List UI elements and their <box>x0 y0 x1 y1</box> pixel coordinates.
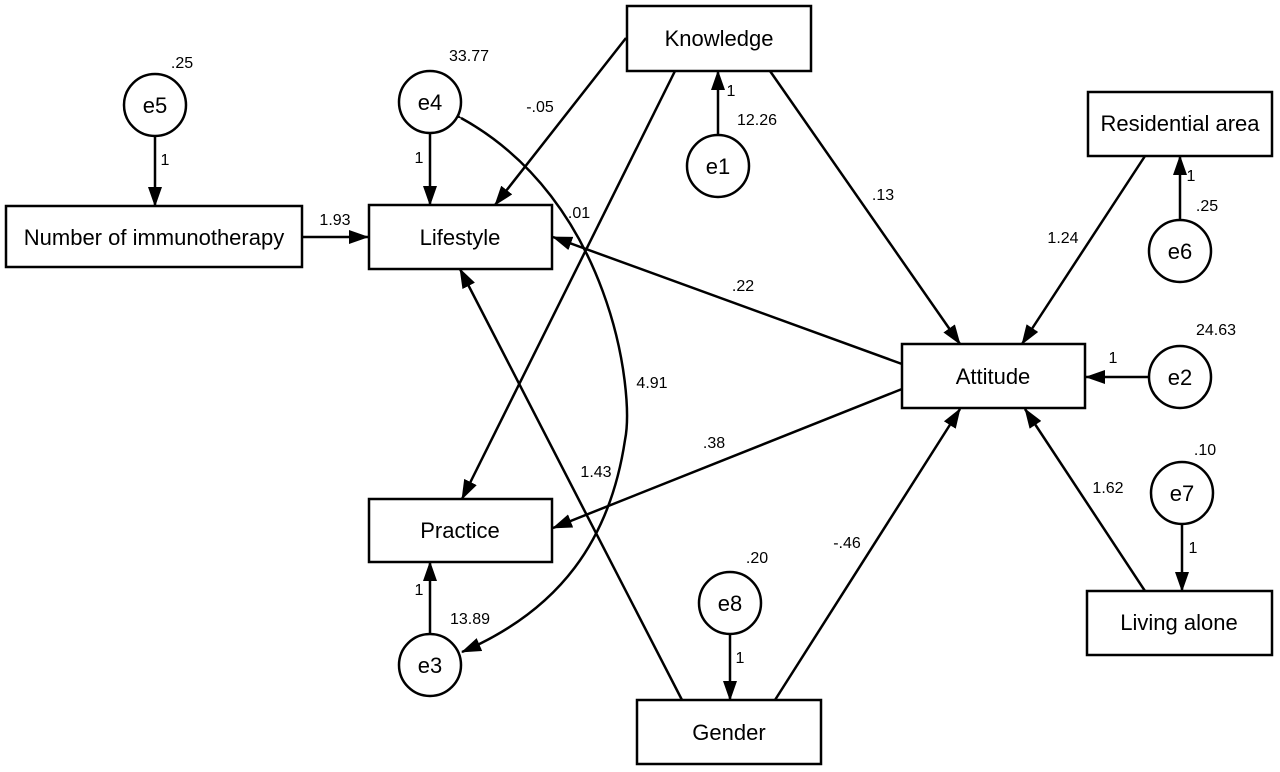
node-lifestyle: Lifestyle <box>367 203 554 271</box>
node-attitude: Attitude <box>900 342 1087 410</box>
error-e4-label: e4 <box>418 90 442 115</box>
loading-e8: 1 <box>736 650 745 667</box>
error-terms: e5 e4 e1 e6 e2 e7 e8 e3 <box>122 69 1215 698</box>
node-living-alone-label: Living alone <box>1120 610 1237 635</box>
variance-labels: .25 33.77 12.26 .25 24.63 .10 .20 13.89 <box>171 48 1236 628</box>
variance-e3: 13.89 <box>450 611 490 628</box>
edge-residential-attitude <box>1020 155 1147 345</box>
edge-covariance-e4-e3 <box>440 102 629 654</box>
error-e3: e3 <box>397 632 463 698</box>
variance-e2: 24.63 <box>1196 322 1236 339</box>
variance-e7: .10 <box>1194 442 1216 459</box>
node-living-alone: Living alone <box>1085 589 1274 657</box>
coef-gender-lifestyle: 1.43 <box>580 464 611 481</box>
coef-knowledge-lifestyle: -.05 <box>526 99 554 116</box>
variance-e1: 12.26 <box>737 112 777 129</box>
coef-covariance-e4-e3: 4.91 <box>636 375 667 392</box>
edges <box>148 37 1189 701</box>
node-lifestyle-label: Lifestyle <box>420 225 501 250</box>
variance-e4: 33.77 <box>449 48 489 65</box>
node-residential-label: Residential area <box>1101 111 1261 136</box>
error-e1-label: e1 <box>706 154 730 179</box>
node-knowledge: Knowledge <box>625 4 813 73</box>
node-gender-label: Gender <box>692 720 765 745</box>
loading-e6: 1 <box>1187 168 1196 185</box>
edge-gender-lifestyle <box>458 268 684 701</box>
node-immunotherapy: Number of immunotherapy <box>4 204 304 269</box>
node-practice: Practice <box>367 497 554 564</box>
loading-e4: 1 <box>415 150 424 167</box>
coef-knowledge-practice: .01 <box>568 205 590 222</box>
coef-attitude-practice: .38 <box>703 435 725 452</box>
observed-variables: Knowledge Number of immunotherapy Lifest… <box>4 4 1274 766</box>
variance-e6: .25 <box>1196 198 1218 215</box>
edge-knowledge-attitude <box>768 70 962 345</box>
coef-gender-attitude: -.46 <box>833 535 861 552</box>
edge-knowledge-practice <box>460 70 677 500</box>
node-attitude-label: Attitude <box>956 364 1031 389</box>
edge-gender-attitude <box>773 408 962 701</box>
error-e5-label: e5 <box>143 93 167 118</box>
error-e1: e1 <box>685 133 751 199</box>
error-e7-label: e7 <box>1170 481 1194 506</box>
coef-residential-attitude: 1.24 <box>1047 230 1078 247</box>
edge-knowledge-lifestyle <box>494 37 627 206</box>
edge-attitude-practice <box>552 387 903 530</box>
coef-attitude-lifestyle: .22 <box>732 278 754 295</box>
node-knowledge-label: Knowledge <box>665 26 774 51</box>
path-coefficients: -.05 .01 .13 1.93 .22 .38 1.43 -.46 1.24… <box>319 99 1123 552</box>
error-e8-label: e8 <box>718 591 742 616</box>
coef-livingalone-attitude: 1.62 <box>1092 480 1123 497</box>
node-gender: Gender <box>635 698 823 766</box>
error-e5: e5 <box>122 72 188 138</box>
error-e3-label: e3 <box>418 653 442 678</box>
error-e8: e8 <box>697 570 763 636</box>
error-e7: e7 <box>1149 460 1215 526</box>
error-e6-label: e6 <box>1168 239 1192 264</box>
error-e4: e4 <box>397 69 463 135</box>
error-e2-label: e2 <box>1168 365 1192 390</box>
loading-e2: 1 <box>1109 350 1118 367</box>
edge-livingalone-attitude <box>1023 408 1147 592</box>
variance-e5: .25 <box>171 55 193 72</box>
loading-e7: 1 <box>1189 540 1198 557</box>
node-practice-label: Practice <box>420 518 499 543</box>
loading-labels: 1 1 1 1 1 1 1 1 <box>161 83 1198 667</box>
node-residential: Residential area <box>1086 90 1274 158</box>
edge-attitude-lifestyle <box>552 235 903 366</box>
node-immunotherapy-label: Number of immunotherapy <box>24 225 284 250</box>
loading-e3: 1 <box>415 582 424 599</box>
loading-e1: 1 <box>727 83 736 100</box>
coef-immunotherapy-lifestyle: 1.93 <box>319 212 350 229</box>
loading-e5: 1 <box>161 152 170 169</box>
error-e6: e6 <box>1147 218 1213 284</box>
coef-knowledge-attitude: .13 <box>872 187 894 204</box>
variance-e8: .20 <box>746 550 768 567</box>
error-e2: e2 <box>1147 344 1213 410</box>
